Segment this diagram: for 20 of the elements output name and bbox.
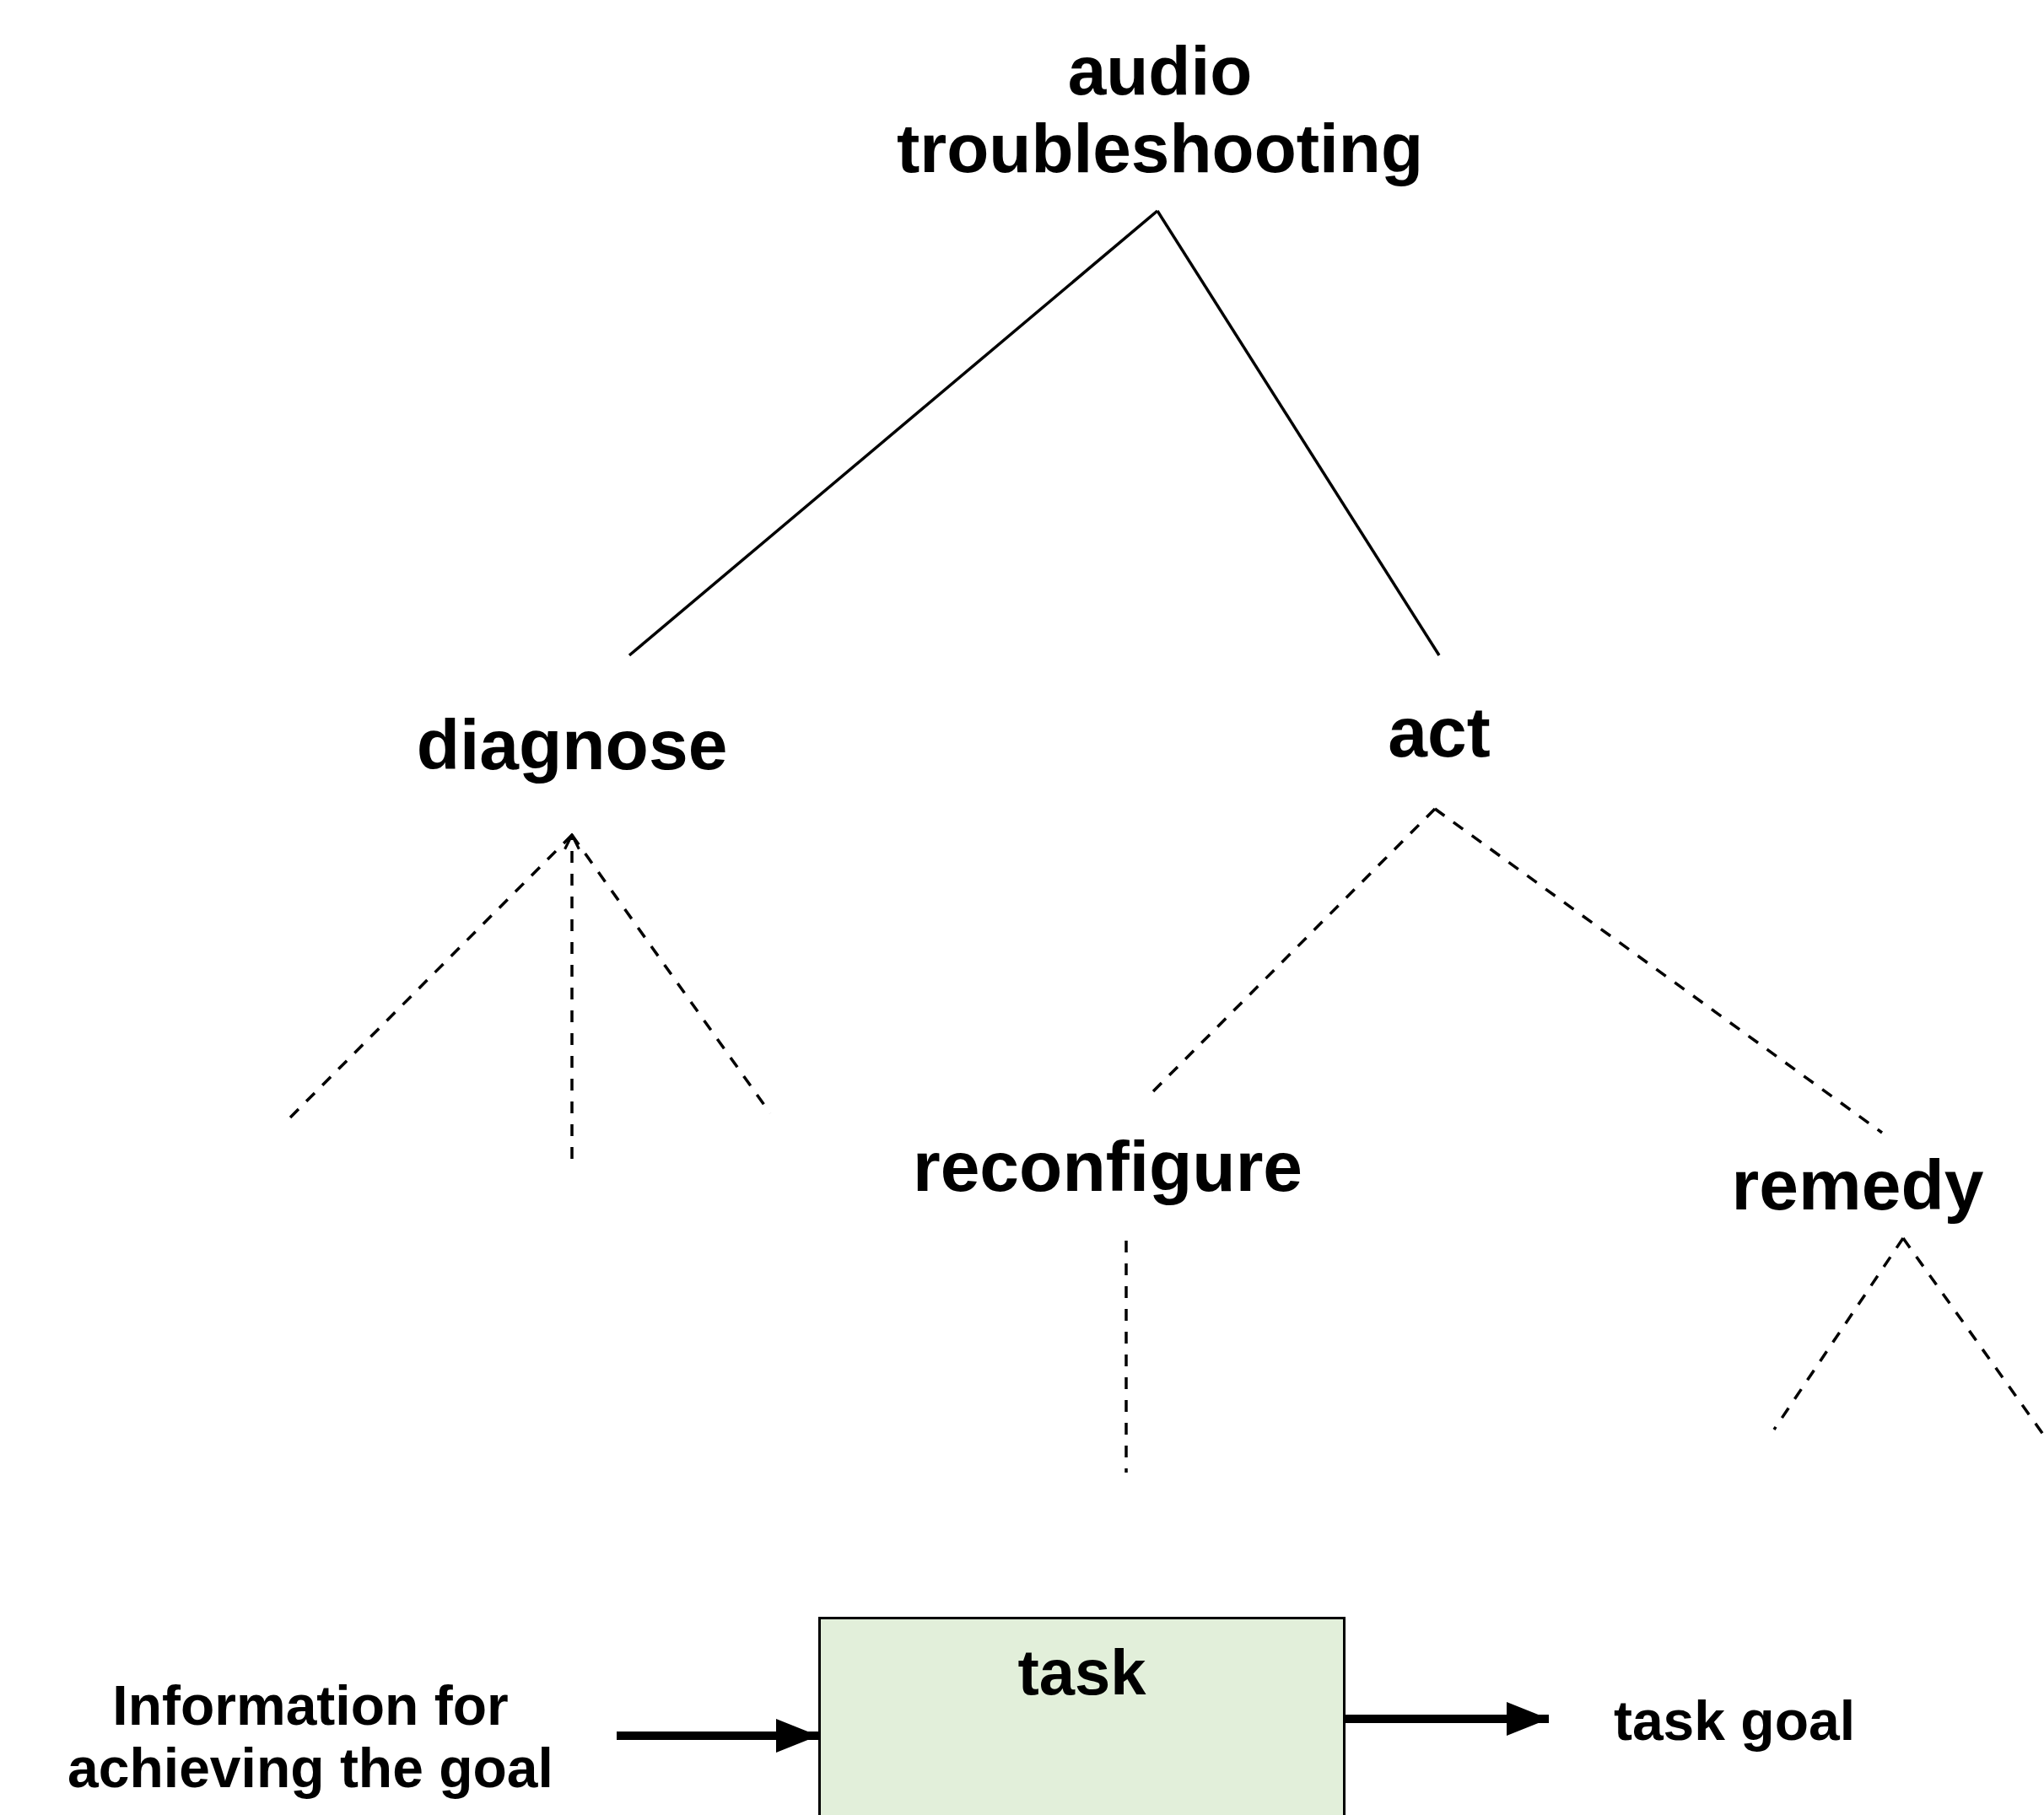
tree-node-label: audio troubleshooting — [896, 32, 1424, 187]
connector-line — [628, 209, 1159, 657]
tree-node-label: remedy — [1731, 1145, 1984, 1225]
arrow — [1346, 1702, 1549, 1736]
connector-line — [1772, 1237, 1905, 1430]
connector-line — [1151, 807, 1437, 1094]
connector-line — [1124, 1241, 1128, 1473]
box-title: task — [1017, 1636, 1146, 1709]
tree-node-label: act — [1388, 692, 1491, 773]
flow-label: Information for achieving the goal — [67, 1675, 554, 1800]
task-box — [818, 1617, 1346, 1815]
flow-label: task goal — [1613, 1690, 1856, 1753]
tree-node-label: diagnose — [416, 705, 728, 785]
connector-line — [1433, 807, 1884, 1134]
arrow — [617, 1719, 818, 1753]
tree-node-label: reconfigure — [912, 1126, 1303, 1207]
connector-line — [1901, 1237, 2044, 1436]
connector-line — [570, 834, 772, 1114]
arrow — [564, 833, 580, 1159]
connector-line — [1156, 210, 1441, 656]
